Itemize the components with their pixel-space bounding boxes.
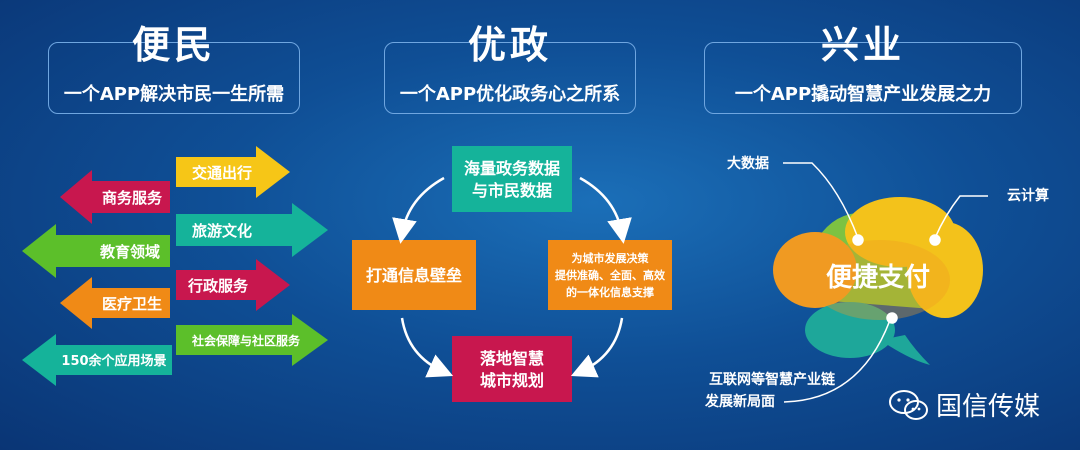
- svg-text:旅游文化: 旅游文化: [192, 222, 252, 240]
- label-bigdata: 大数据: [727, 155, 769, 172]
- svg-text:150余个应用场景: 150余个应用场景: [61, 353, 166, 369]
- svg-text:打通信息壁垒: 打通信息壁垒: [366, 266, 462, 285]
- xingye-subtitle: 一个APP撬动智慧产业发展之力: [734, 84, 992, 105]
- cycle-arrows: [392, 176, 632, 378]
- cloud-callout-lines: [783, 162, 988, 403]
- label-internet-2: 发展新局面: [704, 393, 775, 410]
- cycle-box-top: 海量政务数据 与市民数据: [452, 146, 572, 212]
- youzheng-header-box: [384, 42, 636, 114]
- youzheng-subtitle: 一个APP优化政务心之所系: [399, 84, 621, 105]
- svg-text:教育领域: 教育领域: [99, 243, 160, 261]
- svg-text:行政服务: 行政服务: [187, 277, 249, 295]
- svg-text:落地智慧: 落地智慧: [480, 349, 544, 368]
- arrow-left-business: 商务服务: [60, 170, 170, 224]
- svg-text:医疗卫生: 医疗卫生: [102, 295, 162, 313]
- svg-text:为城市发展决策: 为城市发展决策: [572, 251, 650, 265]
- label-internet-1: 互联网等智慧产业链: [709, 371, 836, 388]
- svg-text:与市民数据: 与市民数据: [472, 181, 552, 200]
- brand-watermark: 国信传媒: [888, 386, 1040, 423]
- cloud-graphic: 便捷支付: [773, 197, 983, 365]
- bianmin-subtitle: 一个APP解决市民一生所需: [63, 84, 285, 105]
- xingye-title: 兴业: [820, 23, 905, 67]
- cycle-box-bottom: 落地智慧 城市规划: [452, 336, 572, 402]
- cycle-box-left: 打通信息壁垒: [352, 240, 476, 310]
- youzheng-title: 优政: [467, 23, 552, 67]
- svg-text:提供准确、全面、高效: 提供准确、全面、高效: [555, 268, 666, 282]
- svg-text:的一体化信息支撑: 的一体化信息支撑: [566, 285, 654, 299]
- svg-text:社会保障与社区服务: 社会保障与社区服务: [191, 333, 301, 348]
- svg-text:海量政务数据: 海量政务数据: [464, 159, 560, 178]
- wechat-icon: [889, 389, 928, 420]
- bianmin-header-box: [48, 42, 300, 114]
- svg-text:城市规划: 城市规划: [480, 371, 544, 390]
- arrow-right-transport: 交通出行: [176, 146, 290, 198]
- brand-name: 国信传媒: [936, 392, 1041, 422]
- arrow-right-admin: 行政服务: [176, 259, 290, 311]
- svg-text:商务服务: 商务服务: [102, 189, 163, 207]
- cloud-center-label: 便捷支付: [826, 263, 930, 293]
- bianmin-title: 便民: [131, 23, 216, 67]
- label-cloud: 云计算: [1007, 187, 1049, 204]
- arrow-left-education: 教育领域: [22, 224, 170, 278]
- arrow-left-medical: 医疗卫生: [60, 277, 170, 329]
- arrow-left-scenarios: 150余个应用场景: [22, 334, 172, 386]
- arrow-right-tourism: 旅游文化: [176, 203, 328, 257]
- cycle-box-right: 为城市发展决策 提供准确、全面、高效 的一体化信息支撑: [548, 240, 672, 310]
- xingye-header-box: [704, 42, 1022, 114]
- svg-text:交通出行: 交通出行: [192, 164, 252, 182]
- arrow-right-social: 社会保障与社区服务: [176, 314, 328, 366]
